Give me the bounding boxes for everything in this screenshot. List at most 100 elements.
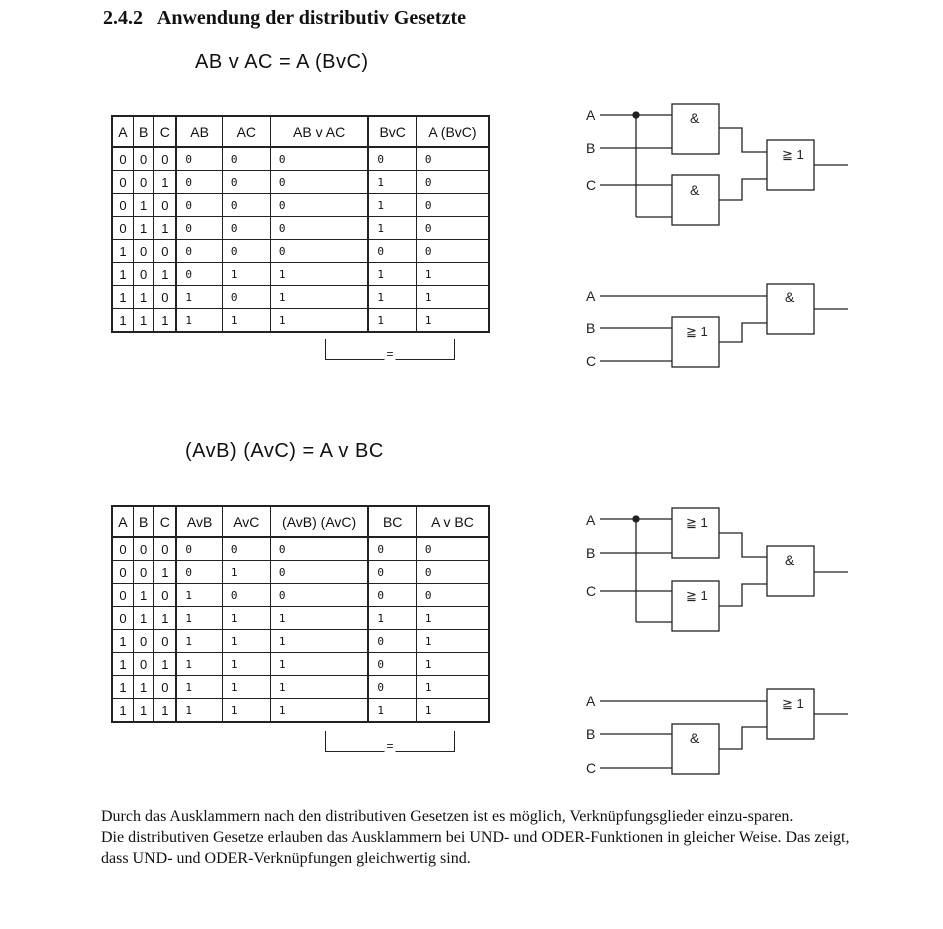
result-cell: 1	[269, 629, 369, 653]
result-cell: 0	[367, 583, 417, 607]
result-cell: 1	[367, 308, 417, 333]
column-header: B	[132, 505, 155, 538]
circuit-1: A B C & & ≧ 1	[586, 103, 848, 226]
result-cell: 0	[269, 216, 369, 240]
column-header: AB v AC	[269, 115, 369, 148]
and-gate-symbol: &	[690, 110, 700, 126]
input-cell: 0	[132, 629, 155, 653]
result-cell: 0	[269, 560, 369, 584]
result-cell: 0	[367, 146, 417, 171]
result-cell: 0	[175, 560, 223, 584]
input-cell: 1	[132, 193, 155, 217]
result-cell: 1	[269, 308, 369, 333]
input-cell: 0	[111, 606, 134, 630]
result-cell: 0	[367, 560, 417, 584]
result-cell: 1	[367, 216, 417, 240]
result-cell: 0	[221, 285, 271, 309]
input-cell: 1	[111, 239, 134, 263]
result-cell: 1	[367, 285, 417, 309]
result-cell: 0	[415, 239, 490, 263]
and-gate-symbol: &	[690, 182, 700, 198]
and-gate	[766, 545, 815, 597]
input-c-label: C	[586, 353, 596, 369]
result-cell: 0	[415, 146, 490, 171]
column-header: BC	[367, 505, 417, 538]
result-cell: 0	[415, 536, 490, 561]
result-cell: 0	[221, 193, 271, 217]
result-cell: 0	[415, 583, 490, 607]
or-gate-symbol: ≧ 1	[782, 696, 804, 711]
result-cell: 0	[269, 583, 369, 607]
result-cell: 1	[269, 285, 369, 309]
result-cell: 1	[415, 698, 490, 723]
result-cell: 0	[367, 629, 417, 653]
result-cell: 1	[415, 285, 490, 309]
column-header: A	[111, 115, 134, 148]
or-gate-symbol: ≧ 1	[686, 588, 708, 603]
input-cell: 1	[111, 675, 134, 699]
equal-sign-1: =	[384, 347, 396, 361]
result-cell: 0	[269, 239, 369, 263]
input-cell: 0	[132, 146, 155, 171]
result-cell: 1	[415, 308, 490, 333]
result-cell: 1	[415, 675, 490, 699]
result-cell: 1	[221, 629, 271, 653]
result-cell: 1	[269, 675, 369, 699]
or-gate-symbol: ≧ 1	[686, 324, 708, 339]
column-header: AC	[221, 115, 271, 148]
result-cell: 1	[175, 583, 223, 607]
column-header: BvC	[367, 115, 417, 148]
result-cell: 0	[269, 193, 369, 217]
result-cell: 0	[415, 560, 490, 584]
result-cell: 0	[175, 193, 223, 217]
input-cell: 1	[132, 698, 155, 723]
result-cell: 1	[367, 193, 417, 217]
input-cell: 0	[153, 629, 177, 653]
input-cell: 1	[153, 652, 177, 676]
result-cell: 1	[269, 652, 369, 676]
result-cell: 1	[415, 652, 490, 676]
formula-1: AB v AC = A (BvC)	[195, 51, 369, 73]
input-cell: 1	[153, 216, 177, 240]
result-cell: 0	[175, 216, 223, 240]
result-cell: 1	[415, 629, 490, 653]
paragraph: Die distributiven Gesetze erlauben das A…	[101, 829, 850, 867]
or-gate-symbol: ≧ 1	[686, 515, 708, 530]
input-cell: 1	[153, 262, 177, 286]
input-cell: 0	[153, 536, 177, 561]
input-cell: 0	[111, 536, 134, 561]
paragraph: Durch das Ausklammern nach den distribut…	[101, 808, 794, 825]
column-header: AvC	[221, 505, 271, 538]
result-cell: 1	[221, 698, 271, 723]
result-cell: 0	[415, 170, 490, 194]
result-cell: 0	[367, 652, 417, 676]
result-cell: 0	[221, 536, 271, 561]
result-cell: 0	[221, 216, 271, 240]
result-cell: 1	[175, 308, 223, 333]
input-a-label: A	[586, 693, 596, 709]
and-gate-symbol: &	[690, 730, 700, 746]
equal-sign-2: =	[384, 739, 396, 753]
circuit-3: A B C ≧ 1 ≧ 1 &	[586, 507, 848, 632]
result-cell: 0	[269, 536, 369, 561]
input-c-label: C	[586, 760, 596, 776]
input-cell: 0	[132, 239, 155, 263]
result-cell: 1	[175, 675, 223, 699]
input-cell: 1	[111, 698, 134, 723]
result-cell: 0	[269, 170, 369, 194]
input-cell: 1	[153, 560, 177, 584]
result-cell: 0	[221, 583, 271, 607]
section-title: Anwendung der distributiv Gesetzte	[156, 7, 466, 29]
result-cell: 0	[221, 170, 271, 194]
